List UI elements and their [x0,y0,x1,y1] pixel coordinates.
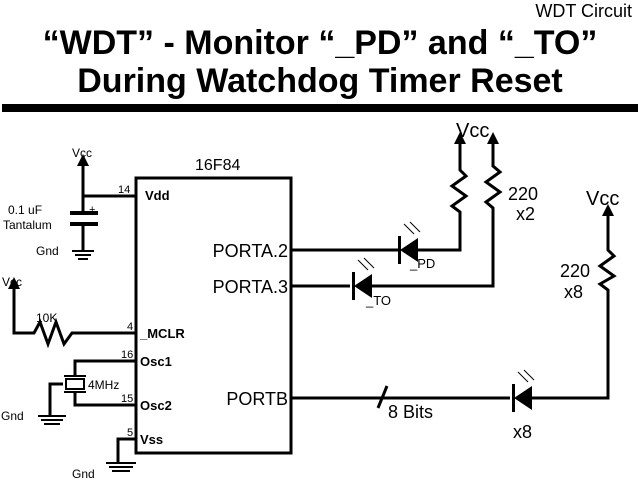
resistor-x8-count: x8 [564,282,583,302]
gnd-symbols [38,250,136,472]
resistor-x2-count: x2 [516,204,535,224]
wire-vss [116,437,136,462]
resistor-10k-label: 10K [36,311,57,325]
bus-slash [376,385,389,409]
pin-label-porta3: PORTA.3 [213,277,288,297]
title-divider [2,104,638,112]
pin-number-vss: 5 [127,427,133,439]
pin-label-osc1: Osc1 [140,354,172,369]
crystal-label: 4MHz [88,378,119,392]
resistor-x8-value: 220 [560,261,590,281]
slide-corner-label: WDT Circuit [535,1,632,21]
slide-title-line2: During Watchdog Timer Reset [77,62,563,100]
pin-label-porta2: PORTA.2 [213,241,288,261]
chip-body [134,176,293,455]
resistor-pd [418,142,469,252]
pin-label-vdd: Vdd [145,188,170,203]
wire-crystal-gnd [48,382,63,415]
resistor-portb [530,212,617,400]
vcc-label-portb: Vcc [586,188,619,210]
led-pd [398,221,421,264]
vcc-label-mclr: Vcc [2,275,22,289]
pin-number-osc1: 16 [121,349,133,361]
pin-number-vdd: 14 [118,184,130,196]
capacitor [70,211,98,226]
resistor-to [372,142,503,288]
led-portb [512,369,535,412]
gnd-label-crystal: Gnd [1,409,24,423]
gnd-label-cap: Gnd [36,244,59,258]
pin-label-portb: PORTB [226,389,288,409]
cap-value-label: 0.1 uF [8,203,42,217]
pin-label-osc2: Osc2 [140,398,172,413]
pin-label-mclr: _MCLR [139,326,185,341]
resistor-x2-value: 220 [508,184,538,204]
slide-title-line1: “WDT” - Monitor “_PD” and “_TO” [42,24,598,62]
cap-type-label: Tantalum [3,218,52,232]
wire-osc1 [73,359,136,375]
pin-number-osc2: 15 [121,393,133,405]
led-portb-count: x8 [513,422,532,442]
resistor-10k [12,290,136,349]
chip-name: 16F84 [195,157,240,174]
led-to-label: _TO [365,293,391,308]
wire-osc2 [73,392,136,407]
bus-label: 8 Bits [388,402,433,422]
vcc-label-cap: Vcc [72,146,92,160]
led-pd-label: _PD [409,256,435,271]
gnd-label-vss: Gnd [72,467,95,480]
crystal [64,375,86,393]
led-to [352,257,375,300]
pin-number-mclr: 4 [127,321,133,333]
cap-polarity-label: + [89,204,95,216]
vcc-label-pd: Vcc [456,120,489,142]
pin-label-vss: Vss [140,432,163,447]
